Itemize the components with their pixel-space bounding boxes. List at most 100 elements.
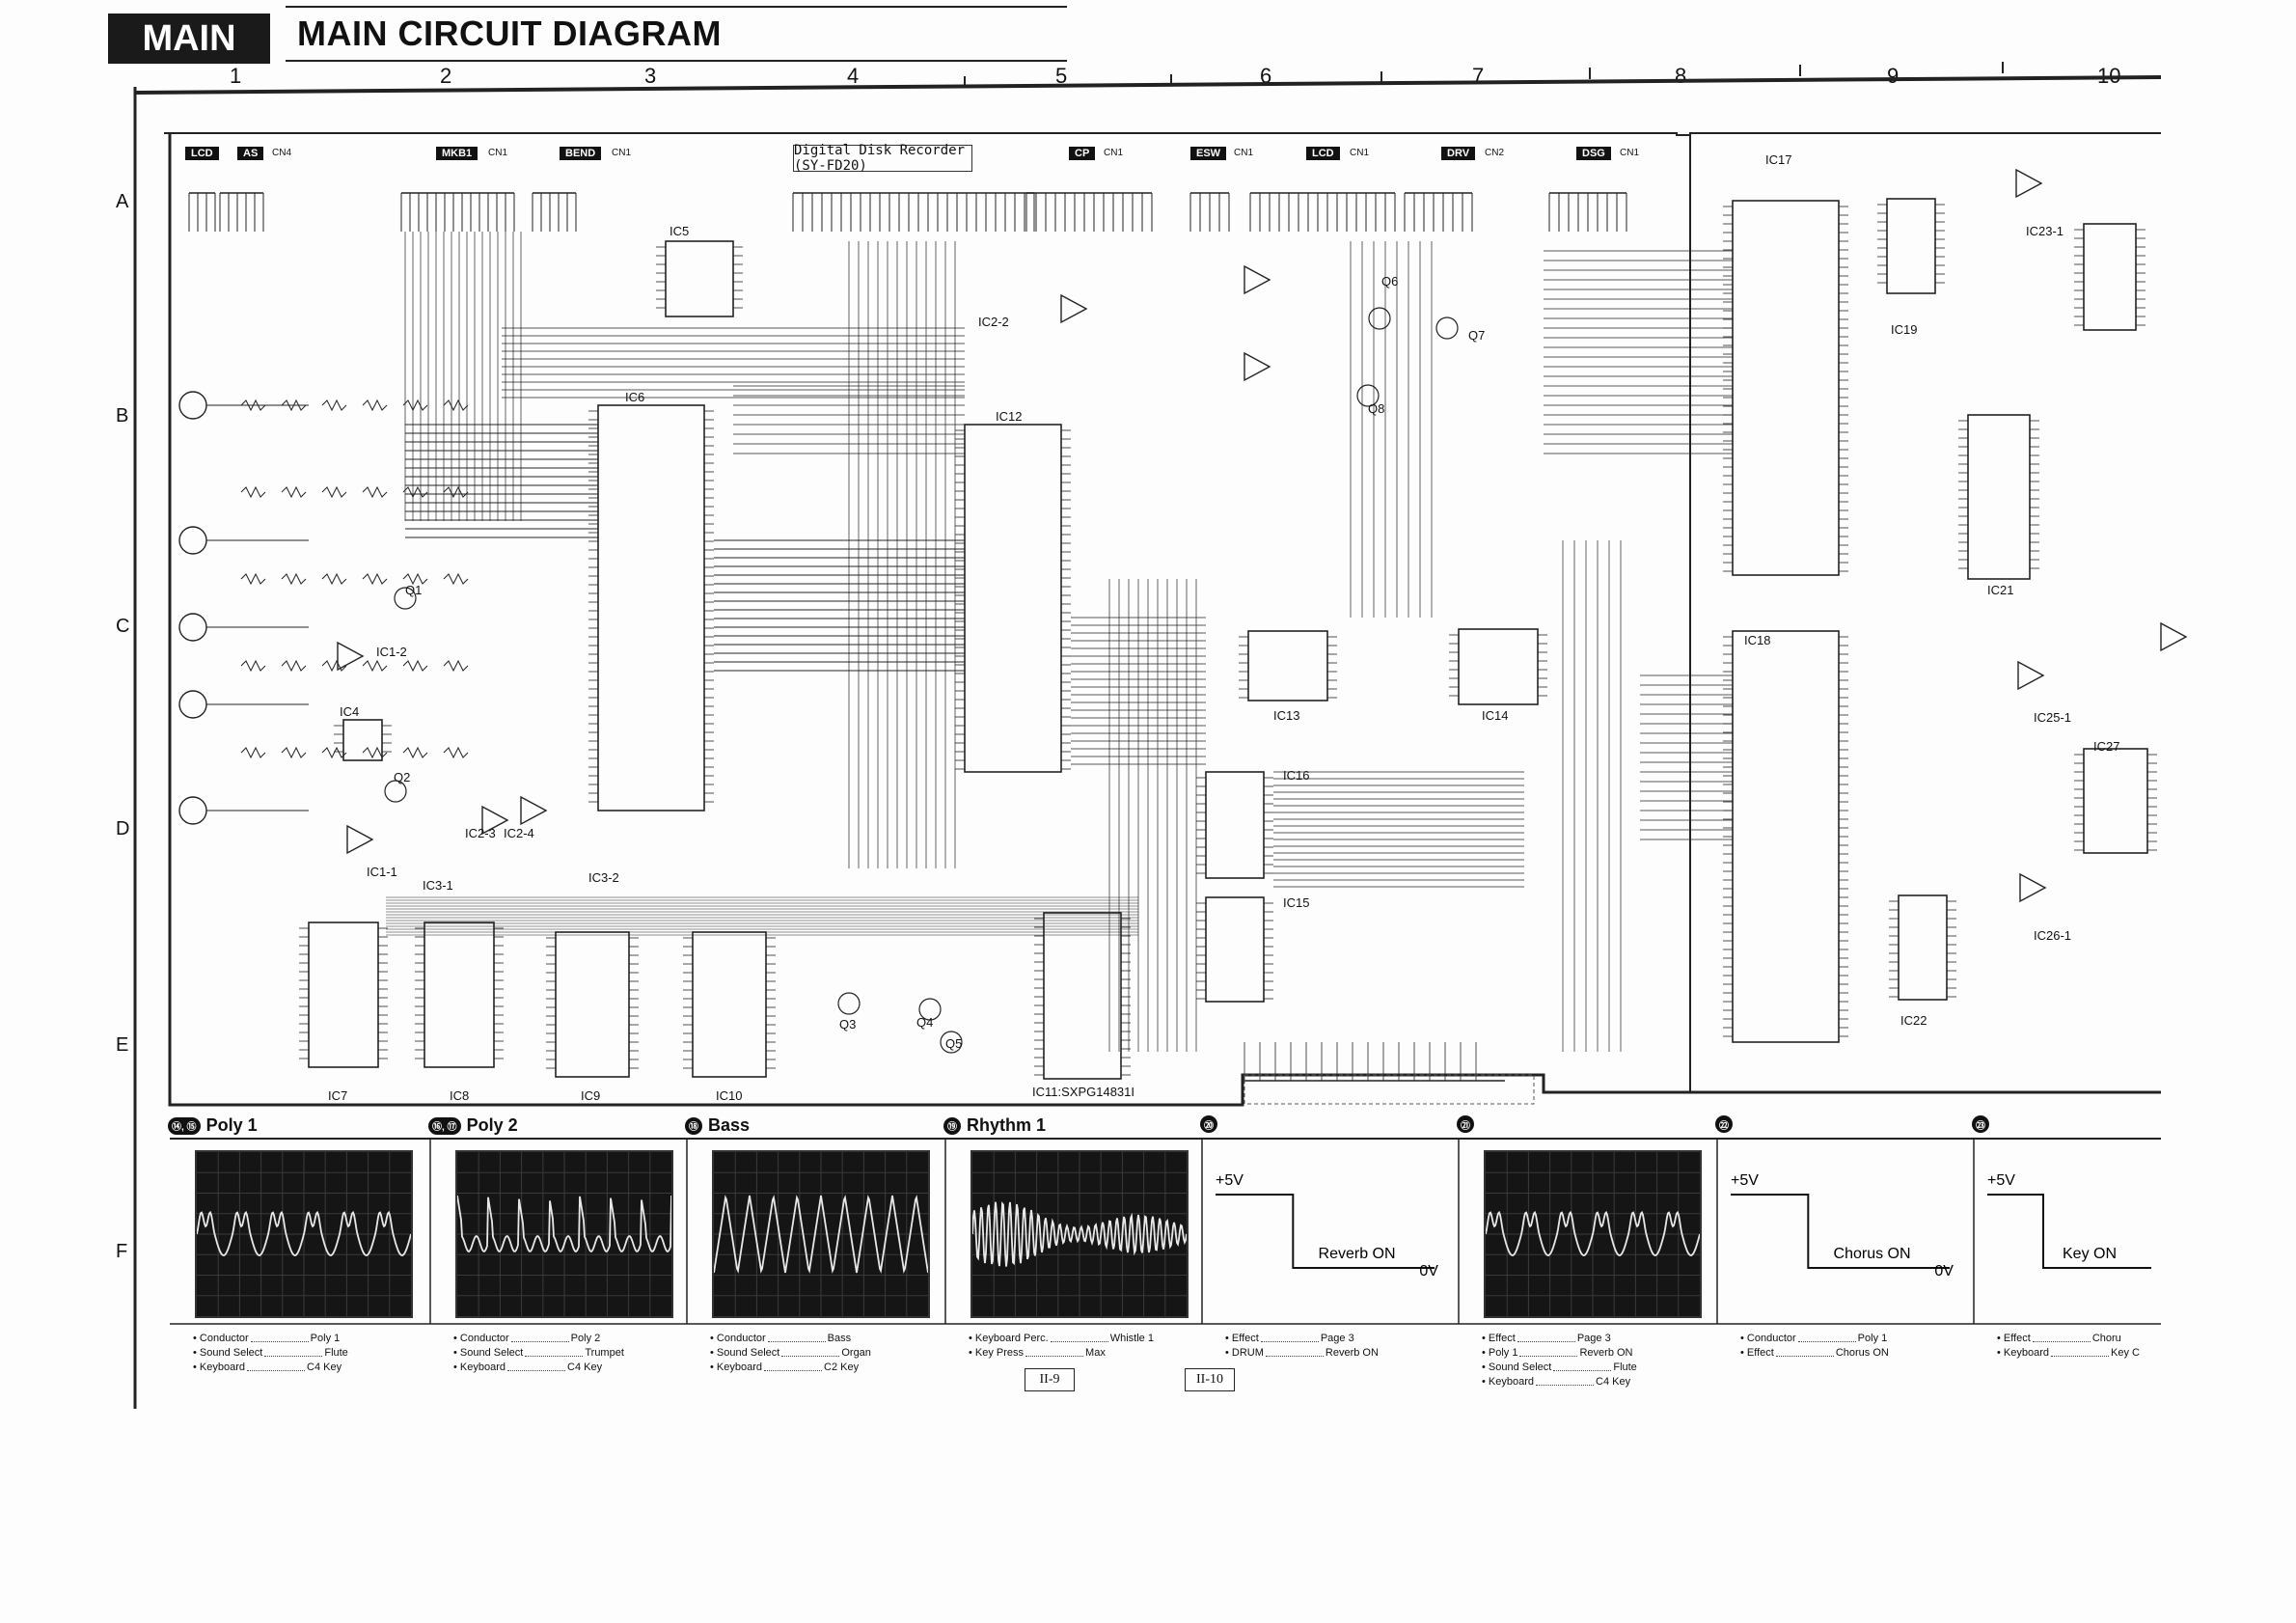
connector-tag: AS bbox=[237, 147, 264, 160]
condition-leader bbox=[247, 1361, 305, 1371]
opamp-symbol bbox=[2017, 660, 2045, 691]
memory-card-slot bbox=[1244, 1074, 1535, 1105]
ic-label-ic18: IC18 bbox=[1744, 633, 1771, 647]
recorder-label: Digital Disk Recorder (SY-FD20) bbox=[793, 143, 972, 174]
opamp-symbol bbox=[1244, 264, 1271, 295]
resistor-symbol bbox=[443, 659, 469, 673]
condition-value: Whistle 1 bbox=[1109, 1333, 1154, 1344]
condition-leader bbox=[1260, 1332, 1319, 1342]
ic8-body bbox=[424, 922, 495, 1068]
waveform-line bbox=[457, 1195, 671, 1253]
connector-tag: DSG bbox=[1576, 147, 1611, 160]
scope-header: ㉒ bbox=[1715, 1115, 1733, 1133]
scope-screen bbox=[455, 1150, 673, 1318]
condition-key: • Conductor bbox=[453, 1333, 509, 1344]
row-letter: C bbox=[116, 616, 130, 637]
resistor-symbol bbox=[443, 485, 469, 499]
scope-title: Bass bbox=[708, 1115, 751, 1135]
page-title: MAIN CIRCUIT DIAGRAM bbox=[297, 14, 722, 53]
ic-label-ic15: IC15 bbox=[1283, 895, 1310, 910]
column-number: 3 bbox=[644, 64, 657, 88]
jack-symbol bbox=[178, 526, 207, 555]
condition-leader bbox=[1050, 1332, 1108, 1342]
step-trace bbox=[1987, 1194, 2151, 1269]
ic19-body bbox=[1886, 198, 1936, 294]
scope-trace bbox=[457, 1152, 671, 1316]
column-number: 6 bbox=[1260, 64, 1272, 88]
ic-label-ic14: IC14 bbox=[1482, 708, 1509, 723]
ic-label-ic26_1: IC26-1 bbox=[2034, 928, 2072, 943]
transistor-symbol bbox=[394, 587, 417, 610]
resistor-symbol bbox=[362, 399, 388, 412]
scope-header: ⑳ bbox=[1200, 1115, 1217, 1133]
connector-tag: DRV bbox=[1441, 147, 1476, 160]
ic6-body bbox=[597, 404, 705, 812]
resistor-symbol bbox=[321, 659, 347, 673]
waveform-line bbox=[197, 1210, 411, 1256]
resistor-symbol bbox=[362, 746, 388, 759]
scope-number-badge: ㉑ bbox=[1457, 1115, 1474, 1133]
ic7-body bbox=[308, 922, 379, 1068]
condition-key: • Conductor bbox=[193, 1333, 249, 1344]
ic-label-q4: Q4 bbox=[916, 1015, 934, 1030]
step-state-label: Key ON bbox=[2063, 1246, 2117, 1262]
resistor-symbol bbox=[321, 399, 347, 412]
condition-leader bbox=[1553, 1361, 1612, 1371]
connector-number: CN1 bbox=[488, 148, 508, 158]
jack-symbol bbox=[178, 391, 207, 420]
ic18-body bbox=[1732, 630, 1840, 1043]
scope-screen bbox=[1484, 1150, 1702, 1318]
ic-label-ic2_2: IC2-2 bbox=[978, 315, 1009, 329]
condition-key: • Effect bbox=[1997, 1333, 2031, 1344]
transistor-symbol bbox=[384, 780, 407, 803]
connector-number: CN1 bbox=[612, 148, 632, 158]
condition-value: C4 Key bbox=[307, 1362, 342, 1373]
ic-label-ic12: IC12 bbox=[996, 409, 1023, 424]
scope-header: ㉑ bbox=[1457, 1115, 1474, 1133]
condition-value: Page 3 bbox=[1320, 1333, 1354, 1344]
ic-label-ic9: IC9 bbox=[581, 1088, 601, 1103]
resistor-symbol bbox=[240, 399, 266, 412]
condition-value: Flute bbox=[1613, 1362, 1637, 1373]
ic-label-q3: Q3 bbox=[839, 1017, 857, 1032]
opamp-symbol bbox=[481, 805, 509, 836]
condition-leader bbox=[1025, 1346, 1084, 1357]
waveform-line bbox=[714, 1195, 928, 1274]
board-outline-bottom bbox=[168, 133, 2161, 1107]
ic-label-ic22: IC22 bbox=[1900, 1013, 1927, 1028]
condition-value: Organ bbox=[841, 1347, 871, 1359]
ic-label-ic2_4: IC2-4 bbox=[504, 826, 534, 840]
ic-label-q6: Q6 bbox=[1381, 274, 1399, 289]
resistor-symbol bbox=[362, 572, 388, 586]
ic12-body bbox=[964, 424, 1062, 773]
ic10-body bbox=[692, 931, 767, 1078]
ic4-body bbox=[342, 719, 383, 761]
condition-leader bbox=[2051, 1346, 2109, 1357]
step-trace bbox=[1216, 1194, 1435, 1269]
condition-value: Reverb ON bbox=[1579, 1347, 1633, 1359]
voltage-zero-label: 0V bbox=[1419, 1263, 1438, 1279]
condition-leader bbox=[764, 1361, 822, 1371]
condition-key: • Keyboard Perc. bbox=[969, 1333, 1049, 1344]
connector-number: CN1 bbox=[1620, 148, 1640, 158]
condition-key: • Effect bbox=[1482, 1333, 1516, 1344]
connector-tag: CP bbox=[1069, 147, 1096, 160]
condition-leader bbox=[510, 1332, 569, 1342]
resistor-symbol bbox=[321, 485, 347, 499]
condition-leader bbox=[1797, 1332, 1856, 1342]
column-number: 2 bbox=[440, 64, 452, 88]
ic-label-ic1_2: IC1-2 bbox=[376, 645, 407, 659]
voltage-zero-label: 0V bbox=[1934, 1263, 1954, 1279]
